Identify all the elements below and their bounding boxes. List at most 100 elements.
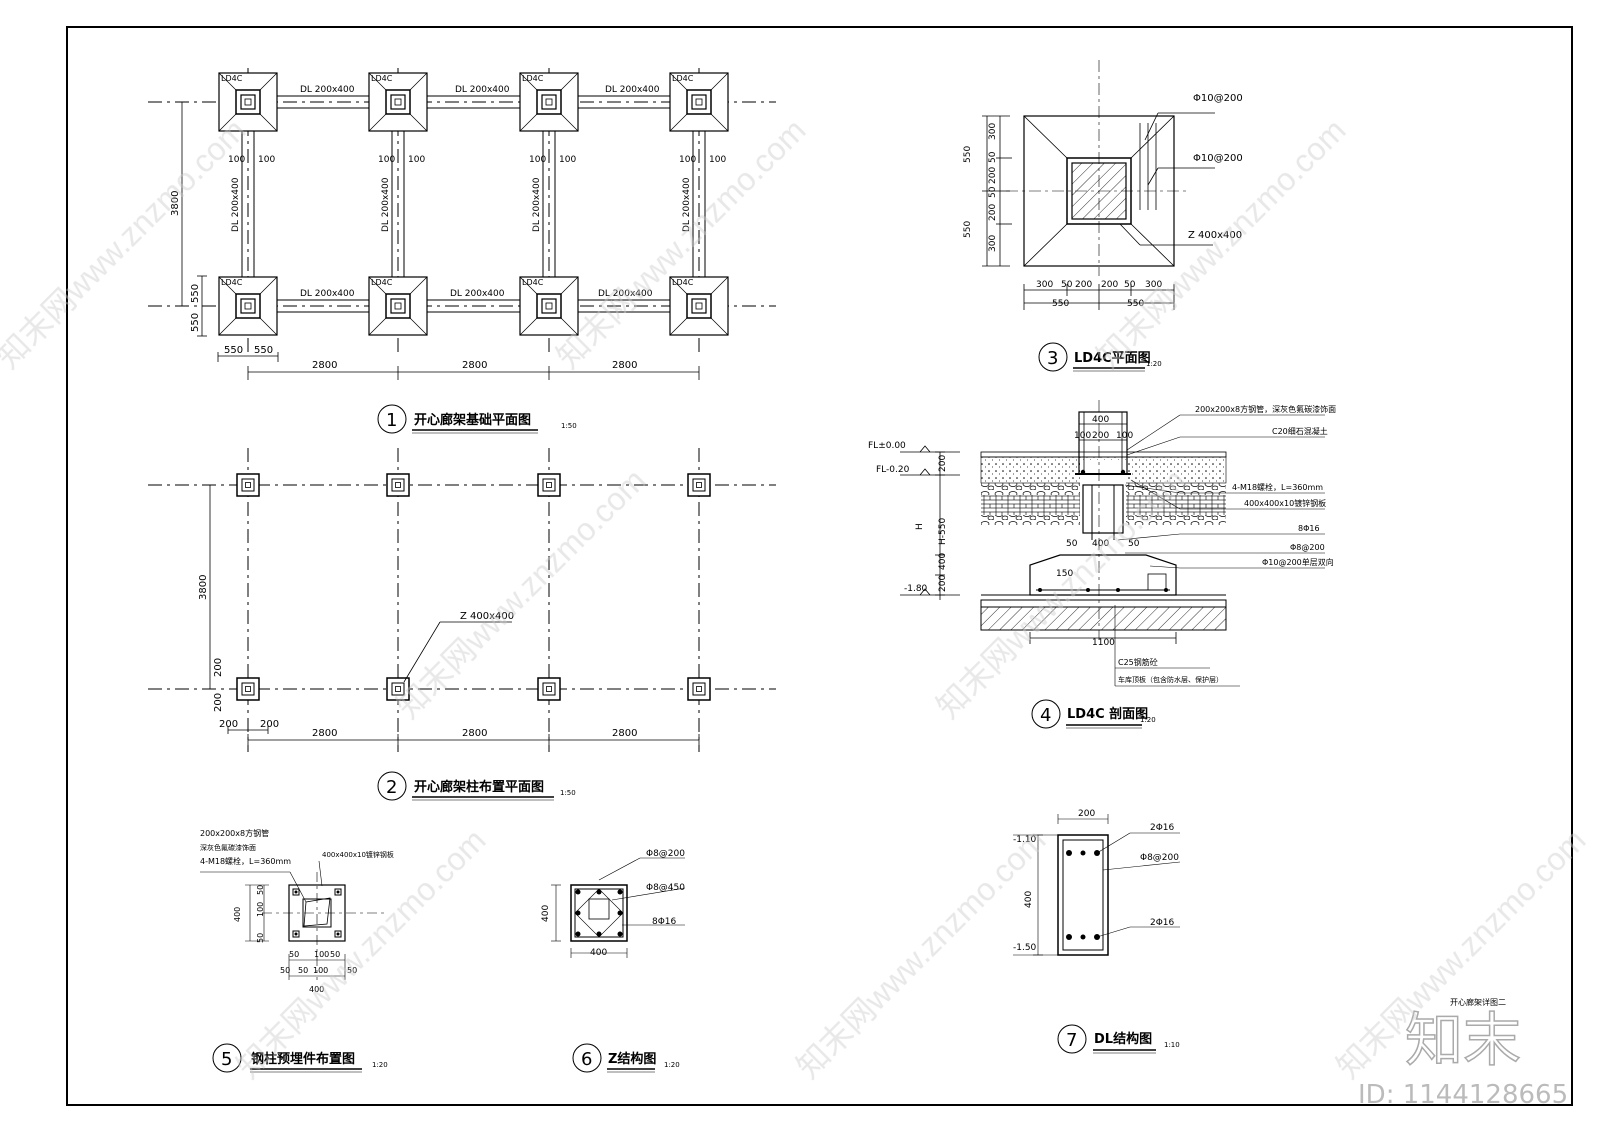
footing-ld4c: LD4C (669, 72, 729, 132)
drawing-title: 钢柱预埋件布置图 (251, 1051, 355, 1067)
dim-text: 2800 (612, 728, 637, 739)
dim-text: 100 (378, 155, 395, 165)
dim-text: 100 (408, 155, 425, 165)
beam-label: DL 200x400 (605, 85, 660, 95)
dim-text: 3800 (198, 575, 209, 600)
footing-ld4c: LD4C (519, 276, 579, 336)
dim-text: 300 (988, 235, 998, 252)
dim-text: H-550 (938, 518, 948, 545)
dim-text: 200 (1092, 431, 1109, 441)
beam-label: DL 200x400 (598, 289, 653, 299)
footing-tag: LD4C (221, 278, 243, 287)
note: 200x200x8方钢管，深灰色氟碳漆饰面 (1195, 404, 1336, 414)
dimension-lines (176, 101, 700, 380)
dim-text: 200 (213, 693, 224, 712)
dim-text: 550 (1052, 299, 1069, 309)
level-label: -1.10 (1013, 835, 1037, 845)
dim-text: 100 (314, 950, 329, 959)
title-number: 3 (1047, 348, 1058, 369)
dim-text: 150 (1056, 569, 1073, 579)
dim-text: 50 (1128, 539, 1140, 549)
footings: LD4C LD4C LD4C LD4C LD4C LD4C LD4C LD4C (218, 72, 729, 336)
dim-text: 300 (988, 123, 998, 140)
dim-text: 2800 (462, 360, 487, 371)
footing-tag: LD4C (522, 74, 544, 83)
dim-text: 300 (1145, 280, 1162, 290)
footing-tag: LD4C (221, 74, 243, 83)
grid-axes (148, 448, 776, 752)
dim-text: 100 (228, 155, 245, 165)
dim-text: 400 (938, 553, 948, 570)
drawing-title: LD4C 剖面图 (1067, 706, 1148, 722)
footing-ld4c: LD4C (669, 276, 729, 336)
column (236, 473, 260, 497)
embedded-plate-detail: 200x200x8方钢管 深灰色氟碳漆饰面 4-M18螺栓，L=360mm 40… (200, 828, 394, 1073)
column (537, 473, 561, 497)
column (386, 677, 410, 701)
watermark-layer: 知末网www.znzmo.com 知末网www.znzmo.com 知末网www… (0, 112, 1593, 1085)
note: 4-M18螺栓，L=360mm (1232, 482, 1323, 492)
ld4c-section-detail: FL±0.00 FL-0.20 -1.80 H-550 H 200 400 20… (868, 400, 1336, 729)
note: 深灰色氟碳漆饰面 (200, 843, 256, 852)
footing-ld4c: LD4C (218, 276, 278, 336)
column-callout: Z 400x400 (460, 611, 514, 622)
beam-label: DL 200x400 (300, 85, 355, 95)
level-label: -1.80 (904, 584, 928, 594)
dim-text: 550 (190, 313, 201, 332)
rebar-label: Φ8@450 (646, 883, 685, 893)
drawing-title: LD4C平面图 (1074, 351, 1151, 366)
watermark: 知末网www.znzmo.com (1089, 112, 1352, 375)
dim-text: 1100 (1092, 638, 1115, 648)
dim-text: 2800 (462, 728, 487, 739)
dim-text: 200 (1078, 809, 1095, 819)
title-number: 4 (1040, 705, 1051, 726)
note: 200x200x8方钢管 (200, 828, 269, 838)
note: 400x400x10镀锌钢板 (1244, 498, 1326, 508)
beam-label: DL 200x400 (450, 289, 505, 299)
logo: 知末 (1405, 1006, 1521, 1074)
dim-text: 50 (330, 950, 340, 959)
column-structure-detail: Φ8@200 Φ8@450 8Φ16 400 400 6 Z结构图 1:20 (541, 849, 685, 1073)
dim-text: 400 (1092, 539, 1109, 549)
note: Φ8@200 (1290, 543, 1325, 552)
title-number: 5 (221, 1049, 232, 1070)
dim-text: 100 (258, 155, 275, 165)
dim-text: 100 (559, 155, 576, 165)
beam-label: DL 200x400 (455, 85, 510, 95)
sheet-frame (66, 26, 1573, 1106)
dim-text: 50 (1124, 280, 1136, 290)
column (236, 677, 260, 701)
dim-text: 50 (347, 966, 357, 975)
dim-text: 50 (289, 950, 299, 959)
beam-label: DL 200x400 (231, 177, 241, 232)
foundation-plan: LD4C LD4C LD4C LD4C LD4C LD4C LD4C LD4C DL 200x… (148, 68, 776, 434)
dim-text: 400 (590, 948, 607, 958)
dim-text: 200 (988, 167, 998, 184)
footing-tag: LD4C (371, 278, 393, 287)
dim-text: 50 (988, 186, 998, 198)
dim-text: 550 (190, 284, 201, 303)
dim-text: 50 (1066, 539, 1078, 549)
beam-structure-detail: 200 400 -1.10 -1.50 2Φ16 Φ8@200 2Φ16 7 D… (1013, 809, 1181, 1054)
drawing-title: Z结构图 (608, 1051, 656, 1067)
beam-label: DL 200x400 (682, 177, 692, 232)
beams (241, 95, 706, 313)
footing-ld4c: LD4C (368, 72, 428, 132)
dim-text: 550 (224, 345, 243, 356)
note: Φ10@200单层双向 (1262, 557, 1334, 567)
level-label: -1.50 (1013, 943, 1037, 953)
id-label: ID: 1144128665 (1358, 1080, 1568, 1110)
dim-text: 100 (1116, 431, 1133, 441)
dim-text: 550 (963, 146, 973, 163)
watermark: 知末网www.znzmo.com (389, 462, 652, 725)
drawing-title: 开心廊架基础平面图 (414, 412, 531, 428)
dim-text: 550 (1127, 299, 1144, 309)
footing-tag: LD4C (672, 74, 694, 83)
dim-text: 100 (313, 966, 328, 975)
column (537, 677, 561, 701)
level-label: FL-0.20 (876, 465, 910, 475)
drawing-title: 开心廊架柱布置平面图 (414, 779, 544, 795)
footing-tag: LD4C (672, 278, 694, 287)
ld4c-plan-detail: Φ10@200 Φ10@200 Z 400x400 550 550 300 50… (963, 60, 1243, 372)
columns (236, 473, 711, 701)
